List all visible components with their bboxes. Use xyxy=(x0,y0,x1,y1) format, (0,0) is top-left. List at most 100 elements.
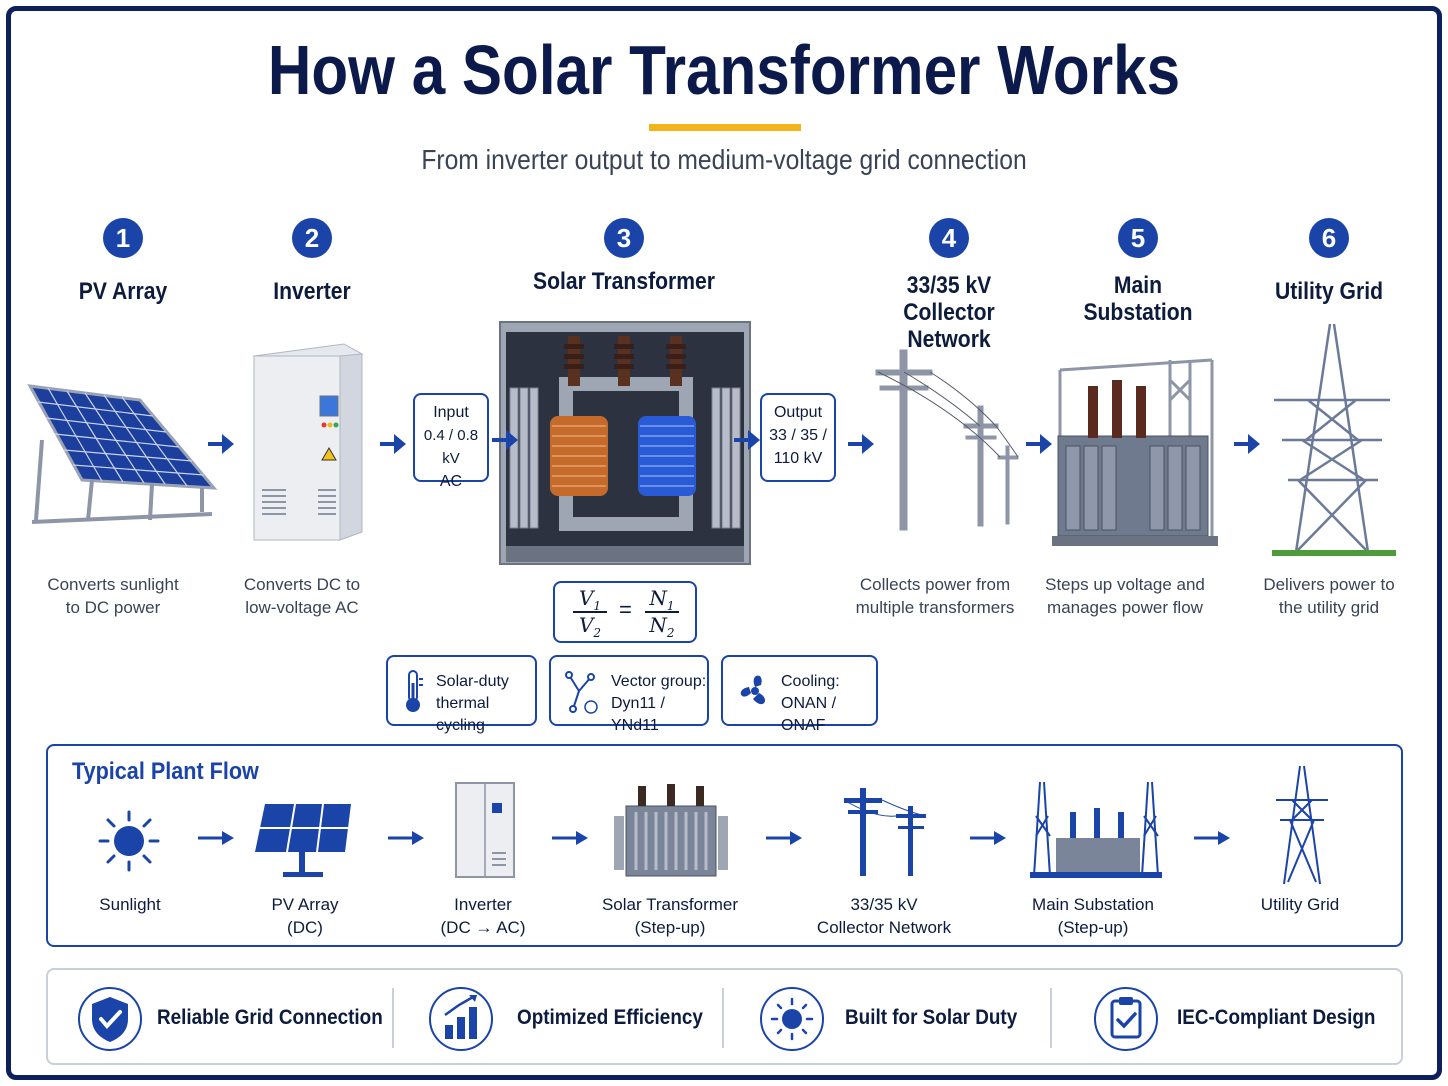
step-4-title-line2: Collector Network xyxy=(903,299,995,353)
pv-array-illustration xyxy=(27,384,218,524)
flow-label-3-line1: Inverter xyxy=(454,895,512,914)
solar-duty-sun-icon xyxy=(760,987,824,1051)
step-6-desc-line1: Delivers power to xyxy=(1263,575,1395,594)
step-6-title: Utility Grid xyxy=(1275,278,1383,305)
step-1-title: PV Array xyxy=(78,278,168,305)
substation-illustration xyxy=(1052,358,1218,546)
benefit-solar-duty: Built for Solar Duty xyxy=(845,1006,1018,1029)
feature-3-line2: ONAN / ONAF xyxy=(781,695,837,734)
v1-subscript: 1 xyxy=(593,599,602,613)
page-subtitle: From inverter output to medium-voltage g… xyxy=(421,144,1027,175)
input-type: AC xyxy=(439,473,463,490)
step-2-number: 2 xyxy=(292,218,332,258)
transformer-icon xyxy=(614,784,728,877)
step-5-description: Steps up voltage and manages power flow xyxy=(1030,573,1220,619)
feature-thermal-cycling: Solar-duty thermal cycling xyxy=(386,655,537,734)
shield-check-icon xyxy=(78,987,142,1051)
step-2-description: Converts DC to low-voltage AC xyxy=(212,573,392,619)
arrow-1-icon xyxy=(208,434,234,454)
flow-label-transformer: Solar Transformer (Step-up) xyxy=(590,893,750,939)
plant-flow-title: Typical Plant Flow xyxy=(72,758,259,785)
step-4-title: 33/35 kV Collector Network xyxy=(861,272,1037,353)
benefit-divider-3 xyxy=(1050,988,1052,1048)
step-5-title-line1: Main xyxy=(1113,272,1163,299)
inverter-illustration xyxy=(252,343,364,541)
flow-label-4-line2: (Step-up) xyxy=(634,918,706,937)
benefit-reliable-grid: Reliable Grid Connection xyxy=(157,1006,383,1029)
feature-vector-group: Vector group: Dyn11 / YNd11 xyxy=(549,655,709,734)
flow-label-inverter: Inverter (DC → AC) xyxy=(423,893,543,939)
arrow-4-icon xyxy=(734,430,760,450)
flow-arrow-2-icon xyxy=(388,831,424,845)
n1-symbol: N xyxy=(649,586,667,610)
step-5-desc-line2: manages power flow xyxy=(1047,598,1203,617)
collector-network-illustration xyxy=(875,349,1019,531)
step-1-description: Converts sunlight to DC power xyxy=(23,573,203,619)
fan-icon xyxy=(740,675,766,705)
flow-arrow-3-icon xyxy=(552,831,588,845)
equals-sign: = xyxy=(619,597,632,622)
inverter-icon xyxy=(455,782,515,878)
step-4-desc-line1: Collects power from xyxy=(859,575,1011,594)
step-4-title-line1: 33/35 kV xyxy=(906,272,992,299)
output-label: Output xyxy=(773,404,823,421)
benefit-divider-2 xyxy=(722,988,724,1048)
step-6-number: 6 xyxy=(1309,218,1349,258)
step-3-number: 3 xyxy=(604,218,644,258)
benefit-divider-1 xyxy=(392,988,394,1048)
thermometer-icon xyxy=(406,670,423,712)
flow-label-6-line2: (Step-up) xyxy=(1057,918,1129,937)
plant-flow-panel xyxy=(46,744,1403,947)
step-4-number: 4 xyxy=(929,218,969,258)
tower-icon xyxy=(1276,765,1328,885)
arrow-2-icon xyxy=(380,434,406,454)
substation-icon xyxy=(1030,781,1162,878)
v2-symbol: V xyxy=(578,613,594,637)
feature-2-line2: Dyn11 / YNd11 xyxy=(611,695,665,734)
step-2-desc-line1: Converts DC to xyxy=(243,575,361,594)
benefits-panel xyxy=(46,968,1403,1065)
benefit-optimized-efficiency: Optimized Efficiency xyxy=(517,1006,703,1029)
turns-ratio-formula: V1 V2 = N1 N2 xyxy=(553,581,697,643)
page-title: How a Solar Transformer Works xyxy=(267,31,1181,109)
title-underline xyxy=(649,124,801,131)
step-6-description: Delivers power to the utility grid xyxy=(1239,573,1419,619)
flow-label-6-line1: Main Substation xyxy=(1032,895,1154,914)
output-voltage-2: 110 kV xyxy=(773,450,823,467)
step-4-desc-line2: multiple transformers xyxy=(855,598,1015,617)
n2-symbol: N xyxy=(649,613,667,637)
arrow-6-icon xyxy=(1026,434,1052,454)
input-voltage: 0.4 / 0.8 kV xyxy=(423,427,479,467)
n1-subscript: 1 xyxy=(666,599,675,613)
flow-label-pv-array: PV Array (DC) xyxy=(245,893,365,939)
step-2-title: Inverter xyxy=(273,278,351,305)
output-voltage-box: Output 33 / 35 / 110 kV xyxy=(760,393,836,482)
flow-label-3-line2: (DC → AC) xyxy=(440,918,526,937)
step-5-title: Main Substation xyxy=(1068,272,1209,326)
feature-1-line1: Solar-duty xyxy=(436,673,509,690)
feature-2-line1: Vector group: xyxy=(611,673,707,690)
v1-symbol: V xyxy=(578,586,594,610)
flow-label-2-line1: PV Array xyxy=(271,895,339,914)
power-lines-icon xyxy=(843,788,927,876)
flow-arrow-5-icon xyxy=(970,831,1006,845)
step-5-number: 5 xyxy=(1118,218,1158,258)
flow-label-5-line1: 33/35 kV xyxy=(850,895,918,914)
flow-label-2-line2: (DC) xyxy=(287,918,323,937)
sun-icon xyxy=(98,810,160,872)
output-voltage-1: 33 / 35 / xyxy=(769,427,827,444)
v2-subscript: 2 xyxy=(593,626,602,640)
flow-label-5-line2: Collector Network xyxy=(816,918,952,937)
benefit-iec-compliant: IEC-Compliant Design xyxy=(1177,1006,1376,1029)
arrow-3-icon xyxy=(492,430,518,450)
flow-label-substation: Main Substation (Step-up) xyxy=(1013,893,1173,939)
clipboard-check-icon xyxy=(1094,987,1158,1051)
step-1-desc-line2: to DC power xyxy=(65,598,161,617)
turns-fraction: N1 N2 xyxy=(645,586,679,640)
input-voltage-box: Input 0.4 / 0.8 kV AC xyxy=(413,393,489,490)
utility-tower-illustration xyxy=(1272,323,1396,556)
n2-subscript: 2 xyxy=(666,626,675,640)
page-frame xyxy=(6,6,1442,1080)
vector-group-icon xyxy=(565,671,598,714)
pv-array-icon xyxy=(255,803,351,877)
